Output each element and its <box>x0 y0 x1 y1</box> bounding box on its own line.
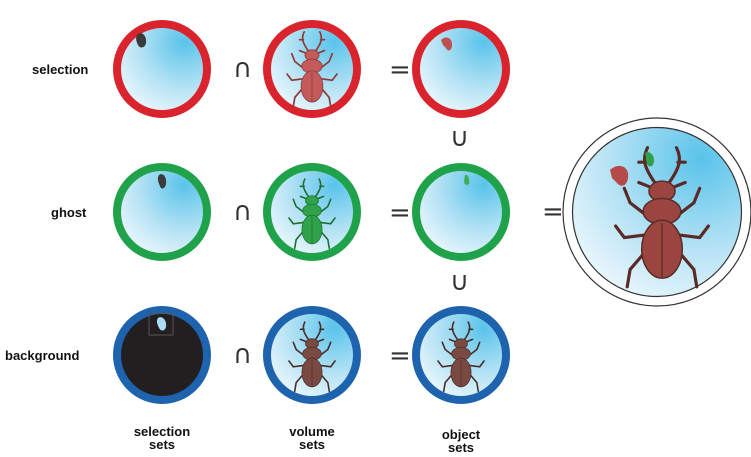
volume-set-circle <box>267 310 357 400</box>
row-label-selection: selection <box>32 62 88 77</box>
row-label-ghost: ghost <box>51 205 86 220</box>
selection-set-circle <box>117 167 207 257</box>
column-label-line2: sets <box>102 438 222 451</box>
row-ghost: ∩ = ∪ = <box>117 167 564 297</box>
equals-symbol: = <box>542 197 564 227</box>
equals-symbol: = <box>389 198 411 228</box>
intersect-symbol: ∩ <box>233 197 252 227</box>
column-label-line2: sets <box>252 438 372 451</box>
object-set-circle <box>416 24 506 114</box>
column-label-object-sets: object sets <box>401 428 521 454</box>
volume-set-circle <box>267 167 357 257</box>
object-set-circle <box>416 310 506 400</box>
equals-symbol: = <box>389 55 411 85</box>
row-label-background: background <box>5 348 79 363</box>
object-set-circle <box>416 167 506 257</box>
selection-set-circle <box>117 24 207 114</box>
volume-set-circle <box>267 24 357 114</box>
union-symbol: ∪ <box>450 123 469 153</box>
result-circle <box>563 118 751 306</box>
intersect-symbol: ∩ <box>233 54 252 84</box>
intersect-symbol: ∩ <box>233 340 252 370</box>
column-label-volume-sets: volume sets <box>252 425 372 451</box>
column-label-line2: sets <box>401 441 521 454</box>
column-label-selection-sets: selection sets <box>102 425 222 451</box>
equals-symbol: = <box>389 341 411 371</box>
row-background: ∩ = <box>117 310 506 400</box>
row-selection: ∩ = ∪ <box>117 24 506 153</box>
union-symbol: ∪ <box>450 267 469 297</box>
selection-set-circle <box>117 310 207 400</box>
